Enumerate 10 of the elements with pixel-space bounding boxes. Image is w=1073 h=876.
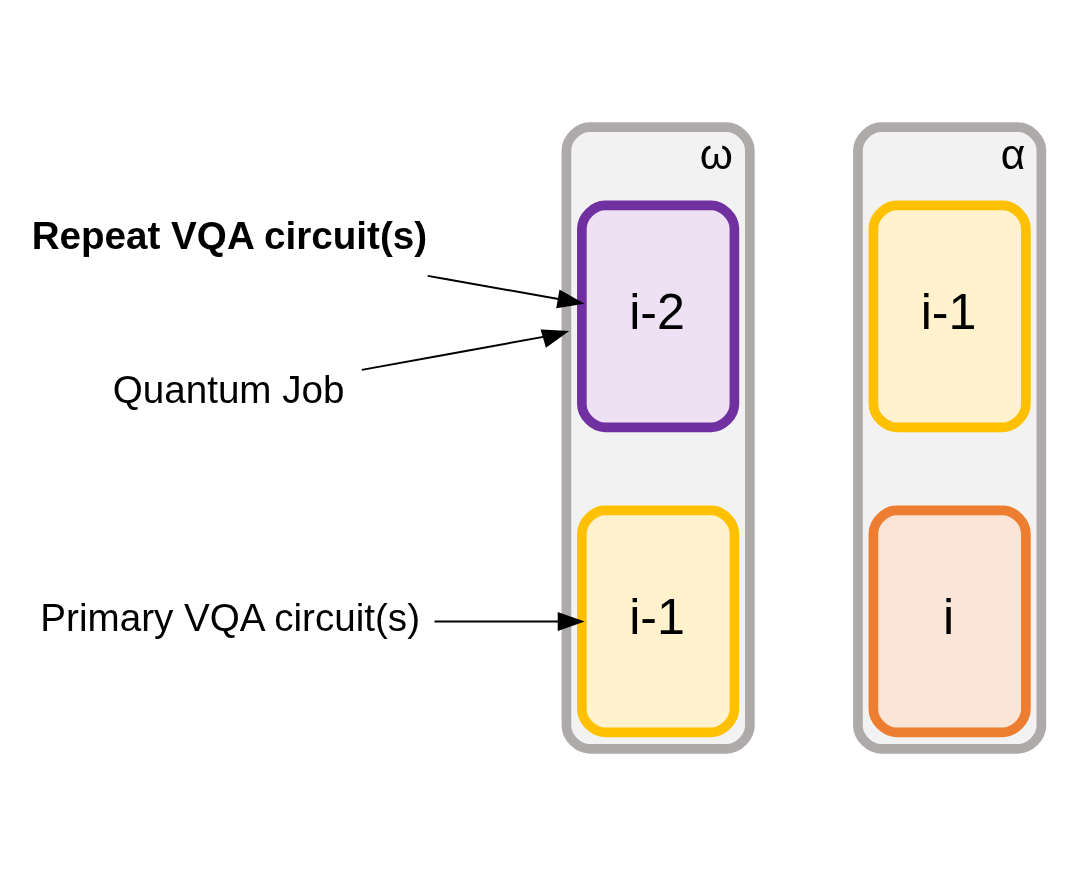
- node-box: i-1: [868, 200, 1031, 433]
- node-box: i: [868, 505, 1031, 738]
- node-text: Primary VQA circuit(s): [40, 596, 421, 640]
- arrow: [360, 329, 570, 371]
- arrow: [426, 274, 585, 309]
- node-box: i-2: [577, 200, 740, 433]
- node-text: Quantum Job: [112, 368, 345, 412]
- arrow: [433, 611, 585, 631]
- node-text: Repeat VQA circuit(s): [31, 213, 428, 257]
- node-box: i-1: [577, 505, 740, 738]
